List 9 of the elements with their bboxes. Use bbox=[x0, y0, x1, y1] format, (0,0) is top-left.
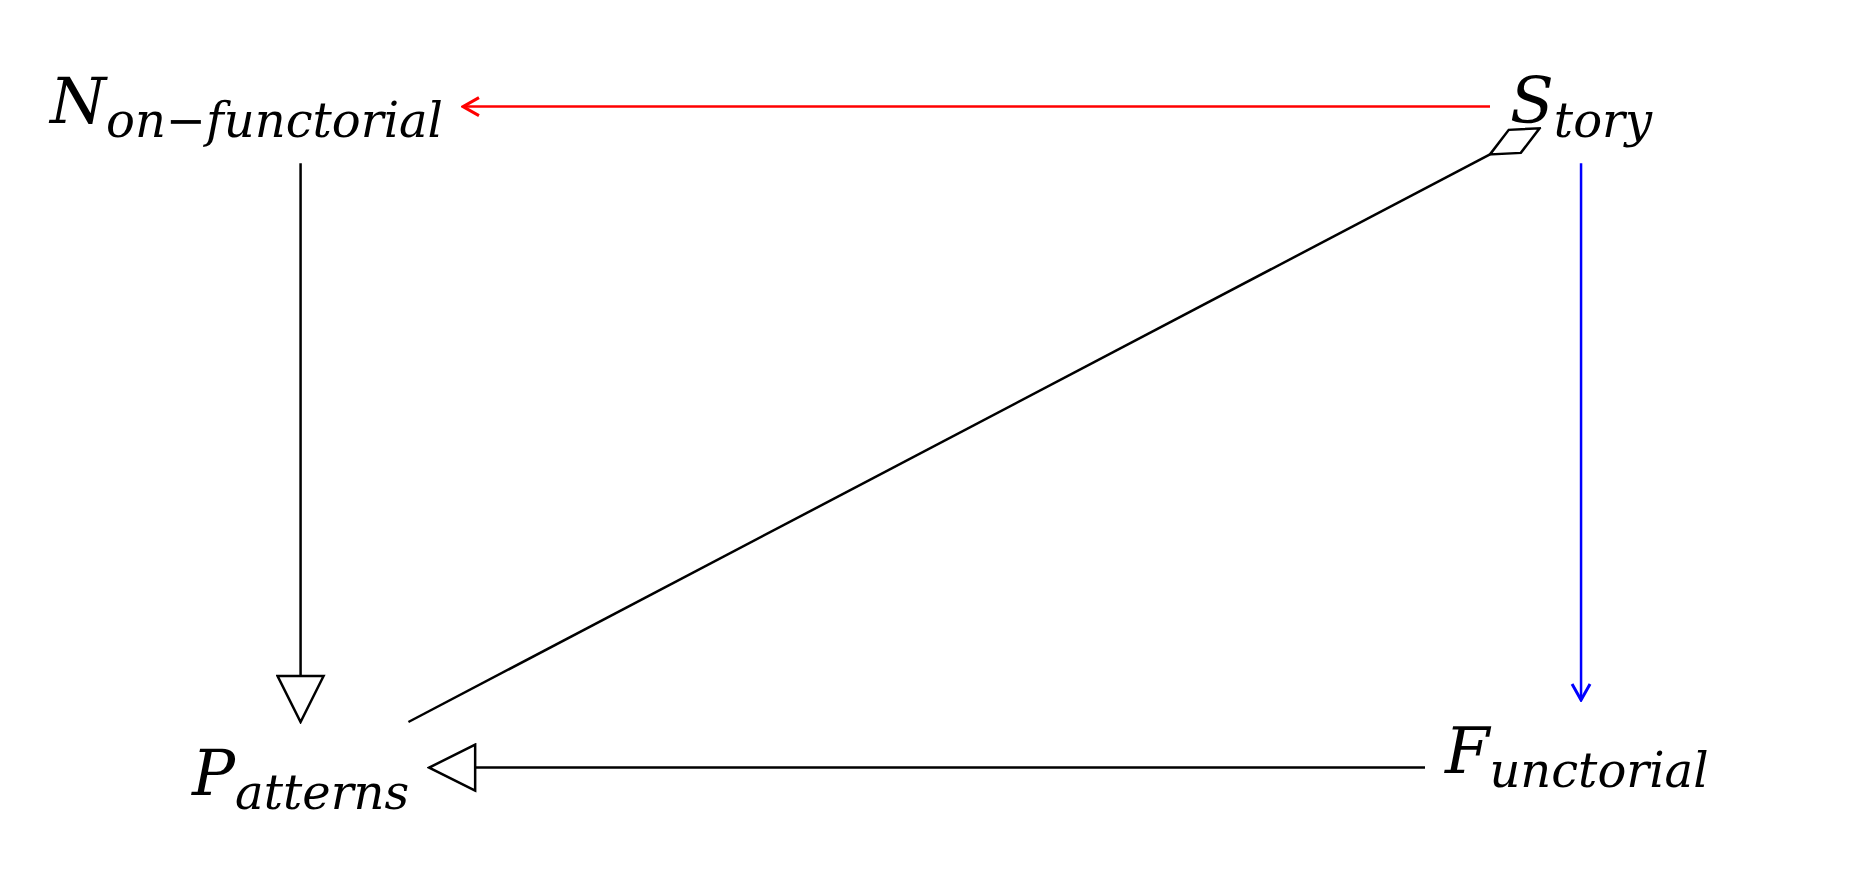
node-label: F$_{unctorial}$ bbox=[1425, 700, 1729, 814]
aggregation-line bbox=[407, 127, 1541, 724]
arrow bbox=[276, 163, 325, 724]
node-label: S$_{tory}$ bbox=[1490, 50, 1673, 164]
node-label: N$_{on−functorial}$ bbox=[30, 50, 463, 164]
arrow bbox=[461, 96, 1490, 118]
node-label: P$_{atterns}$ bbox=[172, 722, 430, 836]
arrow bbox=[1570, 163, 1592, 702]
arrow bbox=[427, 743, 1425, 792]
